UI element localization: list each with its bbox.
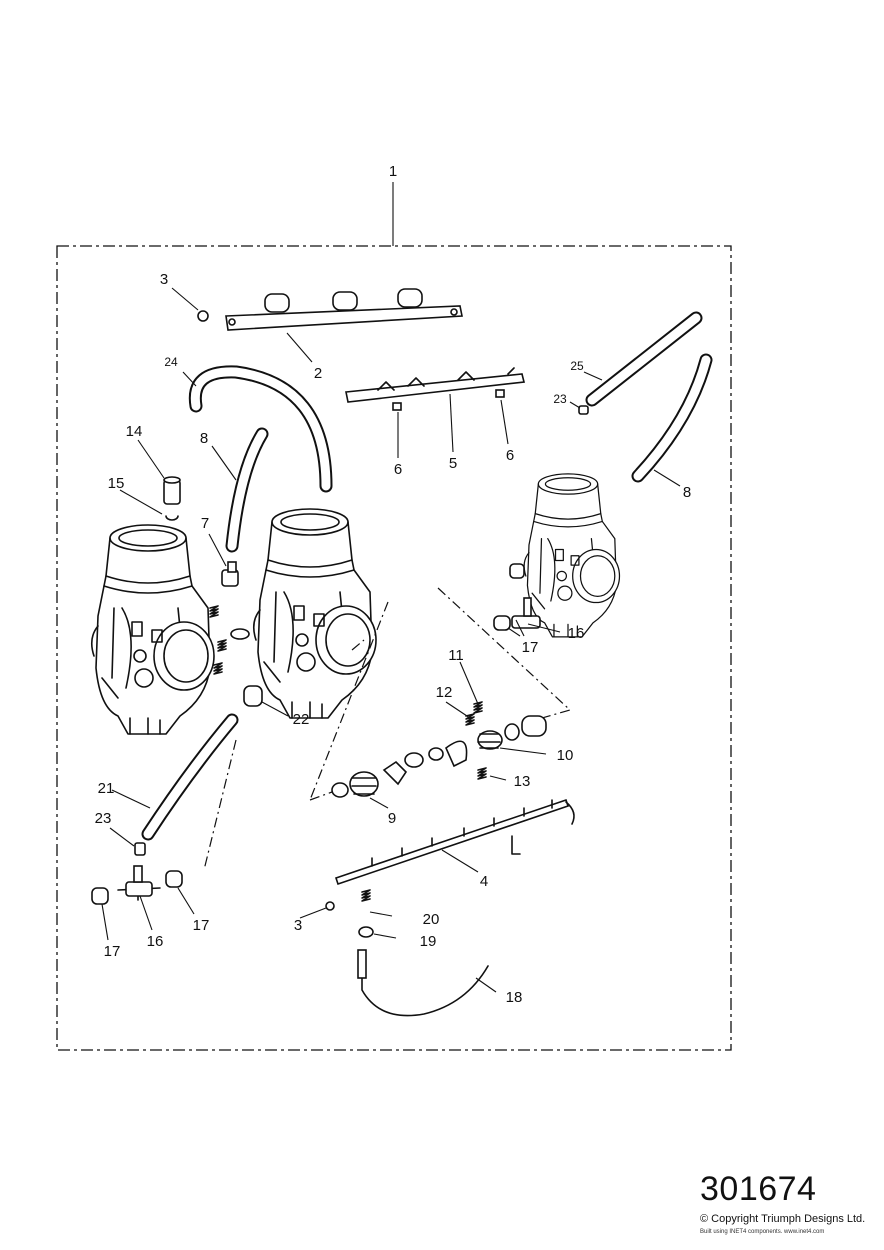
build-credit: Built using INET4 components. www.inet4.… bbox=[700, 1229, 825, 1235]
callout-15: 15 bbox=[108, 475, 125, 492]
callout-9: 9 bbox=[388, 810, 396, 827]
callout-12: 12 bbox=[436, 684, 453, 701]
part-10-spring-set bbox=[477, 715, 547, 750]
callout-10: 10 bbox=[557, 747, 574, 764]
part-5-bracket bbox=[345, 367, 525, 411]
callout-14: 14 bbox=[126, 423, 143, 440]
part-3-screw bbox=[197, 310, 209, 322]
carburettor-middle bbox=[252, 508, 377, 719]
part-24-hose bbox=[188, 365, 333, 493]
part-16-tee-lower bbox=[117, 865, 161, 901]
callout-3-bottom: 3 bbox=[294, 917, 302, 934]
part-17-cap-c bbox=[509, 563, 525, 579]
part-3-screw-lower bbox=[325, 901, 335, 911]
callout-17-right: 17 bbox=[522, 639, 539, 656]
callout-6-right: 6 bbox=[506, 447, 514, 464]
callout-8-left: 8 bbox=[200, 430, 208, 447]
callout-labels: 1 2 3 3 4 5 6 6 7 8 8 9 10 11 12 13 14 1… bbox=[95, 163, 692, 1006]
part-25-hose bbox=[585, 311, 703, 407]
callout-18: 18 bbox=[506, 989, 523, 1006]
part-18-cable bbox=[357, 949, 489, 1017]
part-23-stub-top bbox=[578, 405, 589, 415]
callout-8-right: 8 bbox=[683, 484, 691, 501]
part-19-washer bbox=[358, 926, 374, 938]
callout-24: 24 bbox=[164, 355, 178, 369]
callout-5: 5 bbox=[449, 455, 457, 472]
part-21-hose bbox=[141, 713, 239, 841]
part-9-linkage bbox=[331, 740, 468, 798]
part-17-cap-d bbox=[493, 615, 511, 631]
part-22-cap bbox=[243, 685, 263, 707]
part-7-fitting bbox=[221, 561, 239, 587]
part-8-hose-right bbox=[631, 353, 713, 483]
part-17-cap-b bbox=[165, 870, 183, 888]
callout-1: 1 bbox=[389, 163, 397, 180]
callout-22: 22 bbox=[293, 711, 310, 728]
callout-25: 25 bbox=[570, 359, 584, 373]
part-23-stub-bottom bbox=[134, 842, 146, 856]
callout-16-right: 16 bbox=[568, 625, 585, 642]
part-4-rod bbox=[334, 798, 575, 886]
callout-6-left: 6 bbox=[394, 461, 402, 478]
callout-2: 2 bbox=[314, 365, 322, 382]
callout-20: 20 bbox=[423, 911, 440, 928]
carburettor-left bbox=[90, 524, 215, 735]
callout-23-top: 23 bbox=[553, 392, 567, 406]
callout-17-left: 17 bbox=[104, 943, 121, 960]
part-16-tee-upper bbox=[511, 597, 541, 629]
callout-7: 7 bbox=[201, 515, 209, 532]
callout-16-left: 16 bbox=[147, 933, 164, 950]
callout-21: 21 bbox=[98, 780, 115, 797]
copyright-notice: © Copyright Triumph Designs Ltd. bbox=[700, 1213, 866, 1225]
callout-17-middle: 17 bbox=[193, 917, 210, 934]
callout-3-top: 3 bbox=[160, 271, 168, 288]
callout-4: 4 bbox=[480, 873, 488, 890]
callout-19: 19 bbox=[420, 933, 437, 950]
callout-11: 11 bbox=[448, 647, 464, 664]
part-17-cap-a bbox=[91, 887, 109, 905]
diagram-reference-number: 301674 bbox=[700, 1170, 817, 1208]
part-14-cap bbox=[163, 476, 181, 505]
kit-boundary bbox=[56, 245, 732, 1051]
part-2-bracket bbox=[225, 288, 463, 331]
callout-23-bottom: 23 bbox=[95, 810, 112, 827]
part-8-hose-left bbox=[225, 427, 269, 553]
callout-13: 13 bbox=[514, 773, 531, 790]
part-15-clip bbox=[165, 515, 179, 521]
carburettor-right bbox=[523, 473, 621, 638]
